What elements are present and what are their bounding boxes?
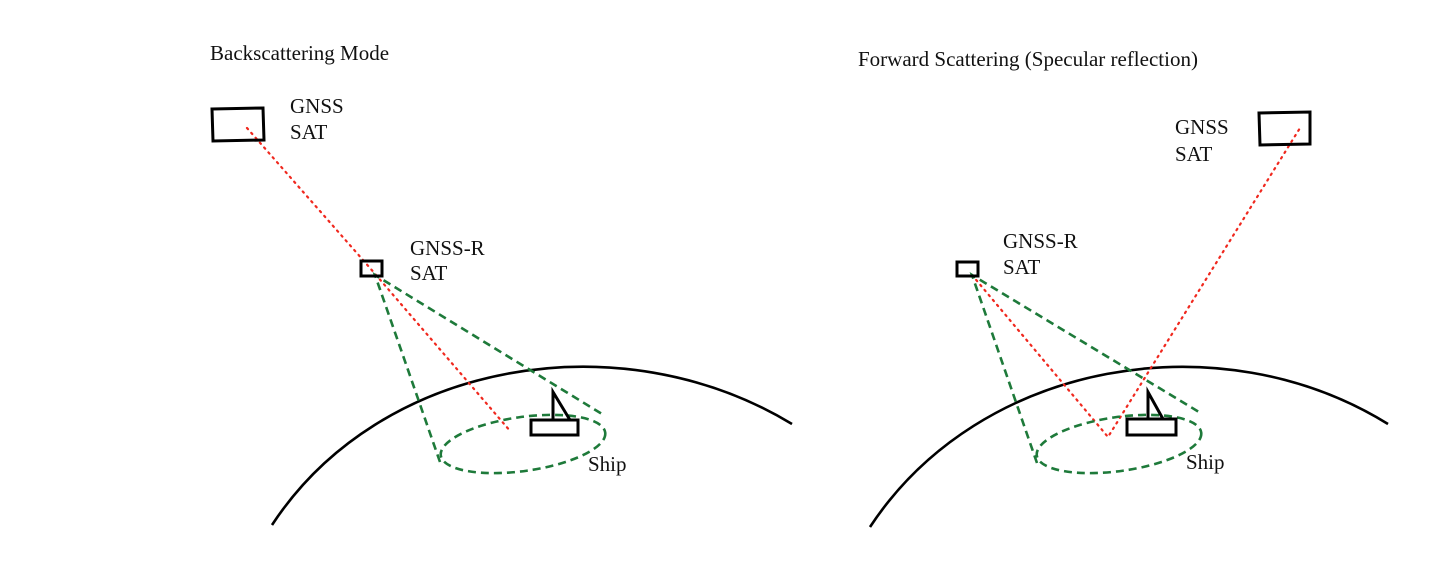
gnss-r-sat-label-line1: GNSS-R: [1003, 229, 1078, 253]
gnss-r-satellite-icon: [359, 259, 384, 278]
gnss-sat-label-line1: GNSS: [1175, 115, 1229, 139]
ship-label: Ship: [588, 452, 627, 476]
gnss-sat-label-line2: SAT: [1175, 142, 1213, 166]
backscattering-panel: Backscattering Mode GNSS SAT GNSS-R SAT …: [210, 41, 793, 526]
gnss-r-sat-label-line2: SAT: [1003, 255, 1041, 279]
footprint-ellipse: [439, 413, 607, 475]
panel-title: Forward Scattering (Specular reflection): [858, 47, 1198, 71]
ship-label: Ship: [1186, 450, 1225, 474]
footprint-ellipse: [1035, 413, 1203, 475]
gnss-r-satellite-icon: [955, 260, 980, 278]
gnss-sat-label-line1: GNSS: [290, 94, 344, 118]
ship-icon: [529, 386, 580, 437]
ship-icon: [1125, 386, 1178, 437]
forward-scattering-panel: Forward Scattering (Specular reflection)…: [858, 47, 1389, 528]
panel-title: Backscattering Mode: [210, 41, 389, 65]
earth-surface: [270, 365, 793, 526]
earth-surface: [868, 365, 1389, 528]
signal-path: [245, 126, 513, 434]
gnss-r-sat-label-line2: SAT: [410, 261, 448, 285]
gnss-satellite-icon: [1257, 110, 1312, 147]
gnss-r-sat-label-line1: GNSS-R: [410, 236, 485, 260]
gnss-satellite-icon: [210, 106, 266, 143]
gnss-sat-label-line2: SAT: [290, 120, 328, 144]
signal-path: [970, 126, 1302, 439]
